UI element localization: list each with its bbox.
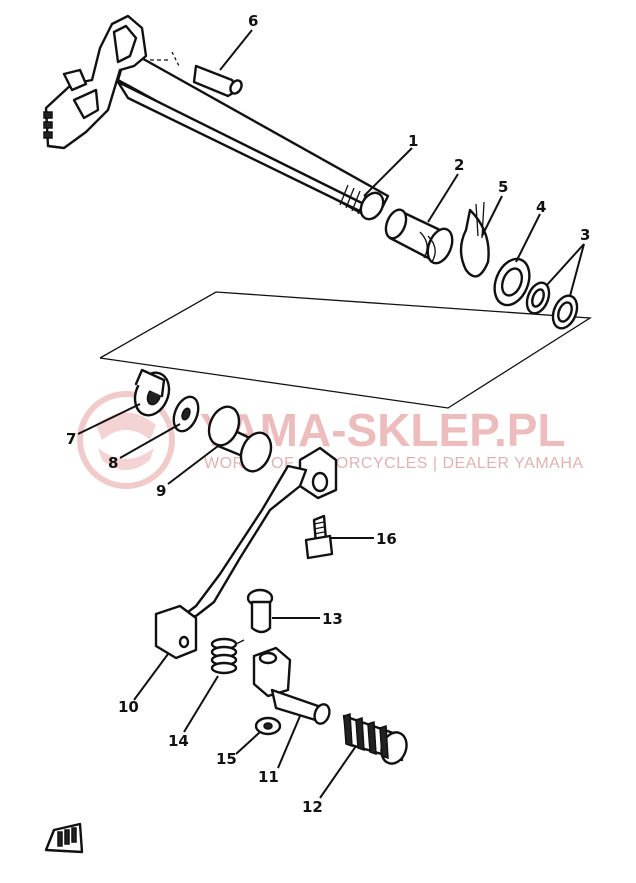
spring-icon: [210, 637, 245, 675]
pivot-pin-icon: [246, 588, 274, 634]
bolt-icon: [304, 514, 334, 560]
callout-labels: 1 2 3 4 5 6 7 8 9 10 11 12 13 14 15 16: [66, 12, 590, 816]
washer-icon: [493, 257, 531, 307]
callout-6: 6: [248, 12, 258, 30]
callout-5: 5: [498, 178, 508, 196]
leader-lines: [77, 29, 585, 799]
footpeg-mount-icon: [252, 646, 331, 725]
pin-icon: [192, 64, 243, 98]
callout-14: 14: [168, 732, 189, 750]
washer-icon: [254, 716, 282, 736]
callout-15: 15: [216, 750, 237, 768]
oil-seal-icon: [133, 368, 171, 417]
bushing-icon: [207, 405, 273, 473]
watermark-logo-icon: [77, 391, 175, 489]
callout-16: 16: [376, 530, 397, 548]
collar-icon: [384, 208, 454, 265]
washer-icon: [172, 395, 200, 433]
ring-icon: [525, 281, 579, 330]
callout-11: 11: [258, 768, 279, 786]
callout-7: 7: [66, 430, 76, 448]
shift-pedal-icon: [154, 446, 338, 660]
callout-4: 4: [536, 198, 546, 216]
rubber-peg-icon: [342, 712, 408, 765]
circlip-icon: [459, 201, 490, 278]
reference-lines: [99, 51, 593, 409]
front-indicator-icon: [44, 822, 84, 854]
shift-shaft-icon: [43, 14, 390, 221]
callout-13: 13: [322, 610, 343, 628]
callout-8: 8: [108, 454, 118, 472]
callout-3: 3: [580, 226, 590, 244]
callout-1: 1: [408, 132, 418, 150]
callout-9: 9: [156, 482, 166, 500]
callout-12: 12: [302, 798, 323, 816]
callout-10: 10: [118, 698, 139, 716]
callout-2: 2: [454, 156, 464, 174]
